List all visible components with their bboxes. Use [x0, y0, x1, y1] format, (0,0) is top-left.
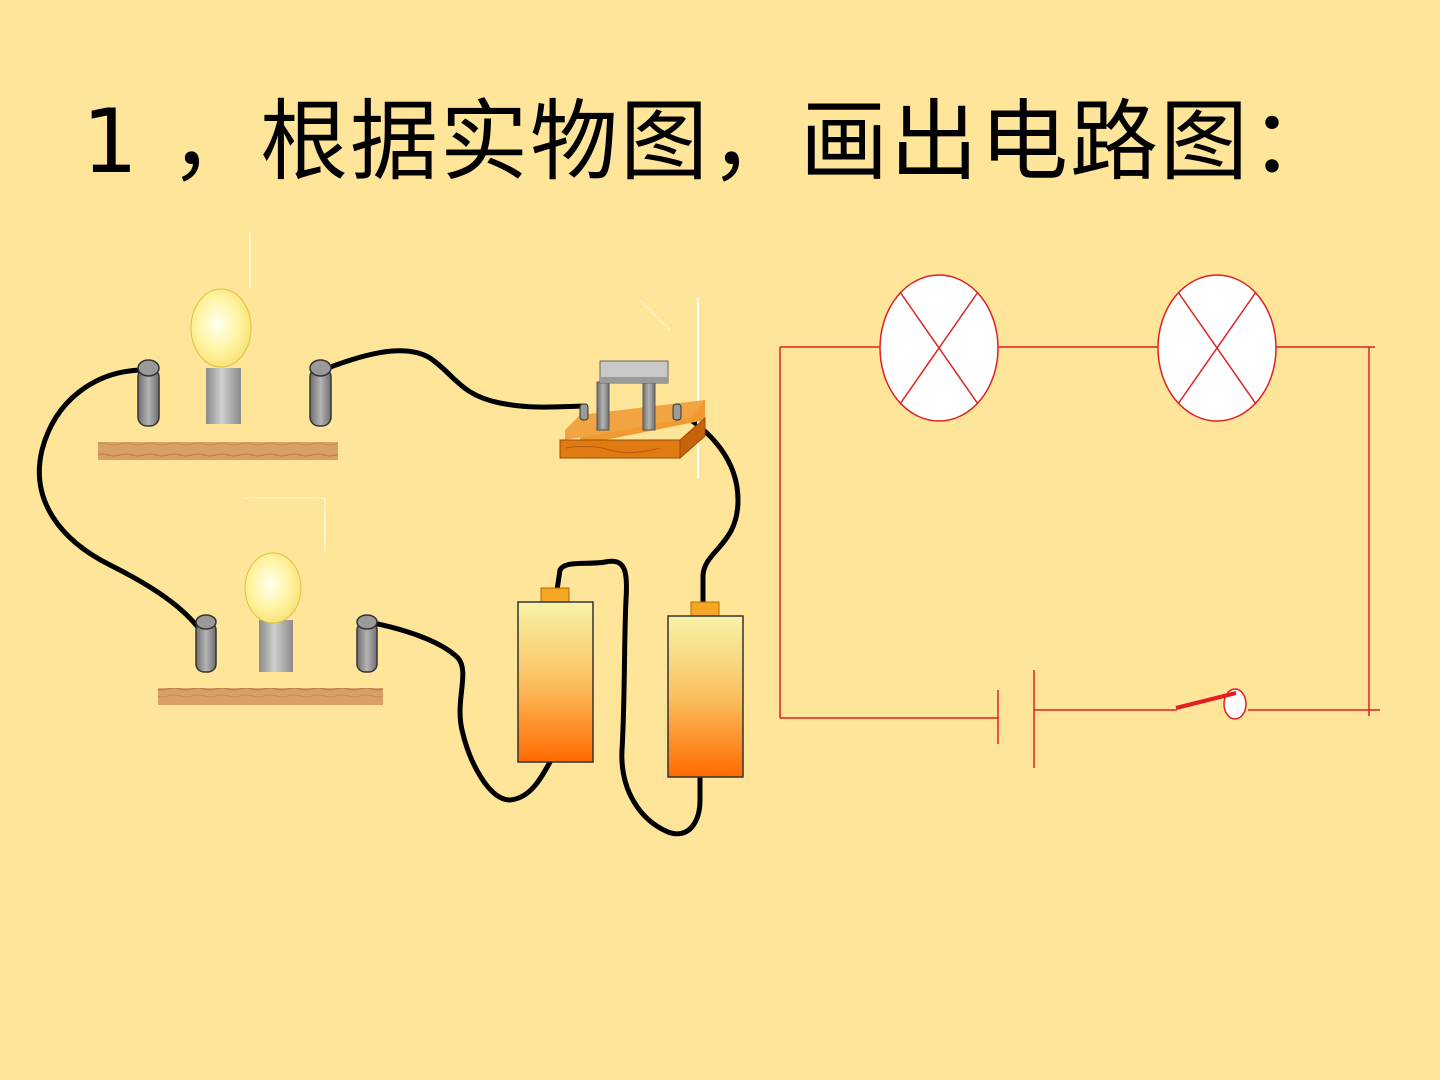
- battery-1-body: [517, 601, 594, 763]
- wire-bulb2-right-to-battery1: [365, 619, 553, 803]
- battery-2-cap: [690, 601, 720, 617]
- wires: [36, 348, 741, 837]
- switch-left-post: [596, 381, 610, 431]
- bulb-1-board: [98, 442, 338, 460]
- schematic-lamp-1: [879, 274, 999, 422]
- bulb-1-glass: [190, 288, 252, 368]
- page-title: 1 ，根据实物图，画出电路图：: [82, 90, 1340, 193]
- battery-1-cap: [540, 587, 570, 603]
- wire-battery1-to-battery2: [554, 558, 703, 837]
- bulb-1-left-terminal: [137, 359, 160, 427]
- bulb-2-socket: [259, 620, 293, 672]
- schematic-circuit: [779, 274, 1380, 768]
- bulb-2-board: [158, 688, 383, 705]
- battery-2-body: [667, 615, 744, 778]
- switch-base-front: [559, 439, 681, 459]
- switch-right-post: [642, 381, 656, 431]
- schematic-switch: [1175, 688, 1247, 720]
- schematic-battery-cell: [997, 670, 1035, 768]
- switch-left-terminal: [579, 403, 589, 421]
- physical-circuit: [36, 232, 744, 837]
- bulb-2-right-terminal: [356, 614, 378, 673]
- bulb-2-left-terminal: [195, 614, 217, 673]
- bulb-1: [98, 232, 338, 460]
- bulb-2: [158, 497, 383, 705]
- wire-switch-to-battery2: [675, 409, 741, 608]
- battery-1: [517, 587, 594, 763]
- switch-right-terminal: [672, 403, 682, 421]
- bulb-1-right-terminal: [309, 359, 332, 427]
- wire-bulb1-right-to-switch: [319, 348, 588, 410]
- bulb-2-glass: [244, 552, 302, 624]
- schematic-lamp-2: [1157, 274, 1277, 422]
- wire-bulb1-left-to-bulb2-left: [36, 367, 203, 633]
- battery-2: [667, 601, 744, 778]
- bulb-1-socket: [206, 368, 241, 424]
- knife-switch: [559, 298, 706, 478]
